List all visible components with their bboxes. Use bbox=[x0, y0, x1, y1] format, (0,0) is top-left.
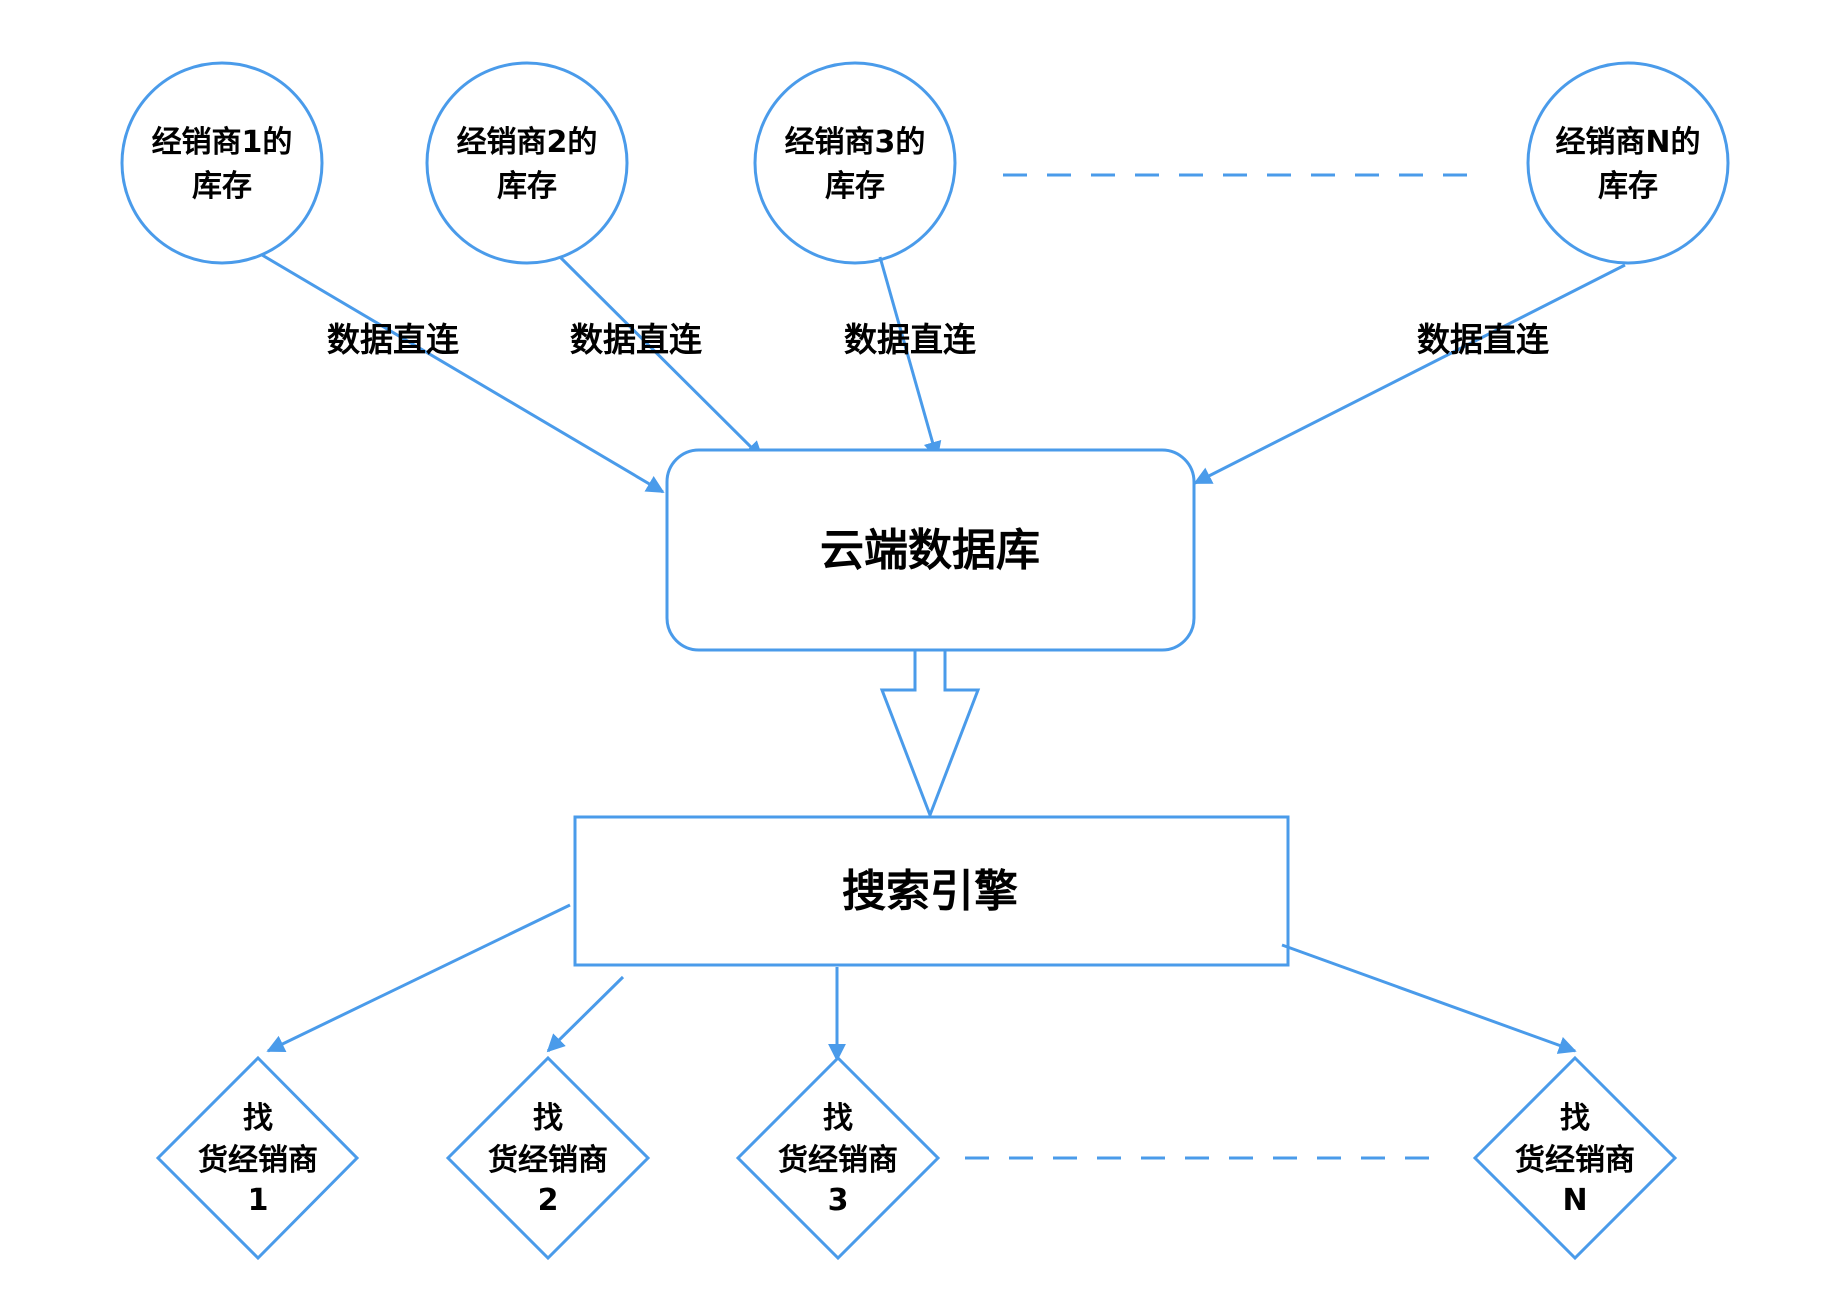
finder-1-label-line3: 1 bbox=[248, 1183, 269, 1218]
finder-node-3: 找 货经销商 3 bbox=[735, 1055, 941, 1261]
search-engine-node: 搜索引擎 bbox=[573, 815, 1290, 967]
dealer-node-3: 经销商3的 库存 bbox=[753, 61, 957, 265]
finder-2-label-line1: 找 bbox=[533, 1101, 563, 1136]
dealer-3-label-line1: 经销商3的 bbox=[785, 125, 926, 160]
finder-node-n: 找 货经销商 N bbox=[1472, 1055, 1678, 1261]
finder-1-label-line1: 找 bbox=[243, 1101, 273, 1136]
dealer-3-label-line2: 库存 bbox=[825, 169, 885, 204]
edge-dealer-n-to-cloud bbox=[1193, 263, 1626, 485]
dealer-1-label-line1: 经销商1的 bbox=[152, 125, 293, 160]
cloud-database-label: 云端数据库 bbox=[820, 525, 1040, 576]
cloud-database-node: 云端数据库 bbox=[665, 448, 1196, 652]
dealer-node-2: 经销商2的 库存 bbox=[425, 61, 629, 265]
edge-label-1: 数据直连 bbox=[327, 320, 460, 359]
edge-label-n: 数据直连 bbox=[1417, 320, 1550, 359]
dealer-2-label-line2: 库存 bbox=[497, 169, 557, 204]
finder-node-1: 找 货经销商 1 bbox=[155, 1055, 360, 1261]
finder-3-label-line1: 找 bbox=[823, 1101, 853, 1136]
edge-label-2: 数据直连 bbox=[570, 320, 703, 359]
edge-search-to-finder-1 bbox=[266, 903, 571, 1053]
search-engine-label: 搜索引擎 bbox=[842, 866, 1018, 917]
finder-n-label-line3: N bbox=[1562, 1183, 1587, 1218]
dealer-n-label-line1: 经销商N的 bbox=[1555, 125, 1700, 160]
finder-n-label-line1: 找 bbox=[1560, 1101, 1590, 1136]
finder-3-label-line2: 货经销商 bbox=[778, 1143, 898, 1178]
dealer-2-label-line1: 经销商2的 bbox=[457, 125, 598, 160]
finder-2-label-line2: 货经销商 bbox=[488, 1143, 608, 1178]
edge-dealer-2-to-cloud bbox=[558, 255, 764, 460]
edge-search-to-finder-n bbox=[1281, 943, 1577, 1054]
finder-3-label-line3: 3 bbox=[828, 1183, 849, 1218]
finder-n-label-line2: 货经销商 bbox=[1515, 1143, 1635, 1178]
dealer-node-1: 经销商1的 库存 bbox=[120, 61, 324, 265]
dealer-node-n: 经销商N的 库存 bbox=[1526, 61, 1730, 265]
edge-dealer-1-to-cloud bbox=[261, 253, 665, 494]
edge-dealer-3-to-cloud bbox=[878, 256, 942, 460]
block-arrow-down bbox=[879, 648, 981, 820]
finder-1-label-line2: 货经销商 bbox=[198, 1143, 318, 1178]
finder-2-label-line3: 2 bbox=[538, 1183, 559, 1218]
finder-node-2: 找 货经销商 2 bbox=[445, 1055, 651, 1261]
edge-label-3: 数据直连 bbox=[844, 320, 977, 359]
dealer-n-label-line2: 库存 bbox=[1598, 169, 1658, 204]
dealer-1-label-line2: 库存 bbox=[192, 169, 252, 204]
edge-search-to-finder-2 bbox=[546, 975, 625, 1053]
